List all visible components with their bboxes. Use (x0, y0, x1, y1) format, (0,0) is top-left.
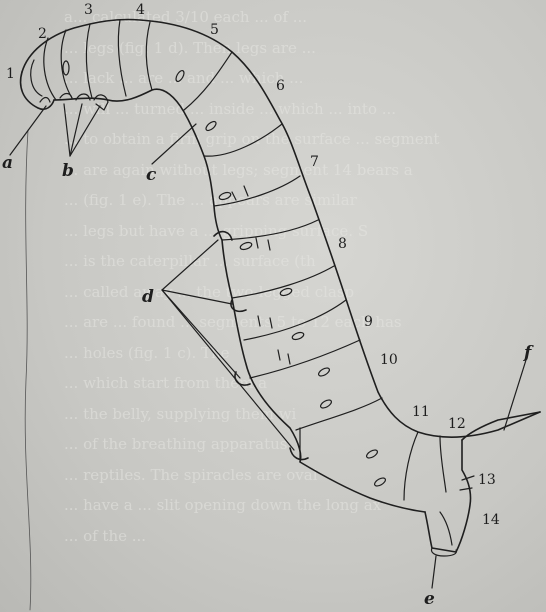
spiracle (317, 366, 330, 377)
leader-b2 (70, 104, 82, 156)
crochet-marks (232, 186, 474, 490)
spiracle (373, 476, 386, 487)
spiracle (319, 398, 332, 409)
segment-label-9: 9 (364, 314, 373, 330)
segment-label-6: 6 (276, 78, 285, 94)
part-label-a: a (2, 153, 13, 173)
leader-lines (10, 104, 526, 588)
spiracle (291, 331, 304, 341)
segment-label-3: 3 (84, 2, 93, 18)
segment-label-7: 7 (310, 154, 319, 170)
proleg (214, 232, 232, 240)
segment-label-8: 8 (338, 236, 347, 252)
part-label-e: e (424, 589, 435, 609)
spiracle (204, 120, 217, 132)
segment-label-4: 4 (136, 2, 145, 18)
mouthparts (40, 94, 108, 111)
leader-b1 (64, 104, 70, 156)
part-label-f: f (523, 343, 534, 363)
clasper-inner-line (440, 512, 452, 545)
part-label-c: c (146, 165, 157, 185)
head-outline (21, 72, 54, 109)
leader-e (432, 556, 436, 588)
spiracle (174, 69, 185, 82)
segment-label-1: 1 (6, 66, 15, 82)
silk-thread (25, 130, 31, 610)
leader-d1 (162, 240, 218, 290)
body-ventral-outline (54, 89, 425, 512)
segment-label-10: 10 (380, 352, 398, 368)
part-label-d: d (142, 287, 154, 307)
prolegs (214, 232, 308, 460)
spiracle (218, 191, 231, 201)
segment-label-12: 12 (448, 416, 466, 432)
leader-b3 (70, 106, 100, 156)
head-inner-lobe (31, 60, 42, 96)
segment-label-2: 2 (38, 26, 47, 42)
segment-rings (44, 20, 446, 500)
segment-label-11: 11 (412, 404, 430, 420)
spiracle (279, 287, 292, 297)
segment-label-13: 13 (478, 472, 496, 488)
leader-d4 (162, 290, 294, 450)
segment-label-5: 5 (210, 22, 219, 38)
leader-c (152, 124, 196, 164)
leader-a (10, 106, 46, 155)
part-label-b: b (62, 161, 74, 181)
spiracle (239, 241, 252, 251)
anal-clasper (425, 440, 471, 552)
spiracle (365, 448, 378, 459)
spiracle (63, 61, 69, 75)
segment-label-14: 14 (482, 512, 500, 528)
